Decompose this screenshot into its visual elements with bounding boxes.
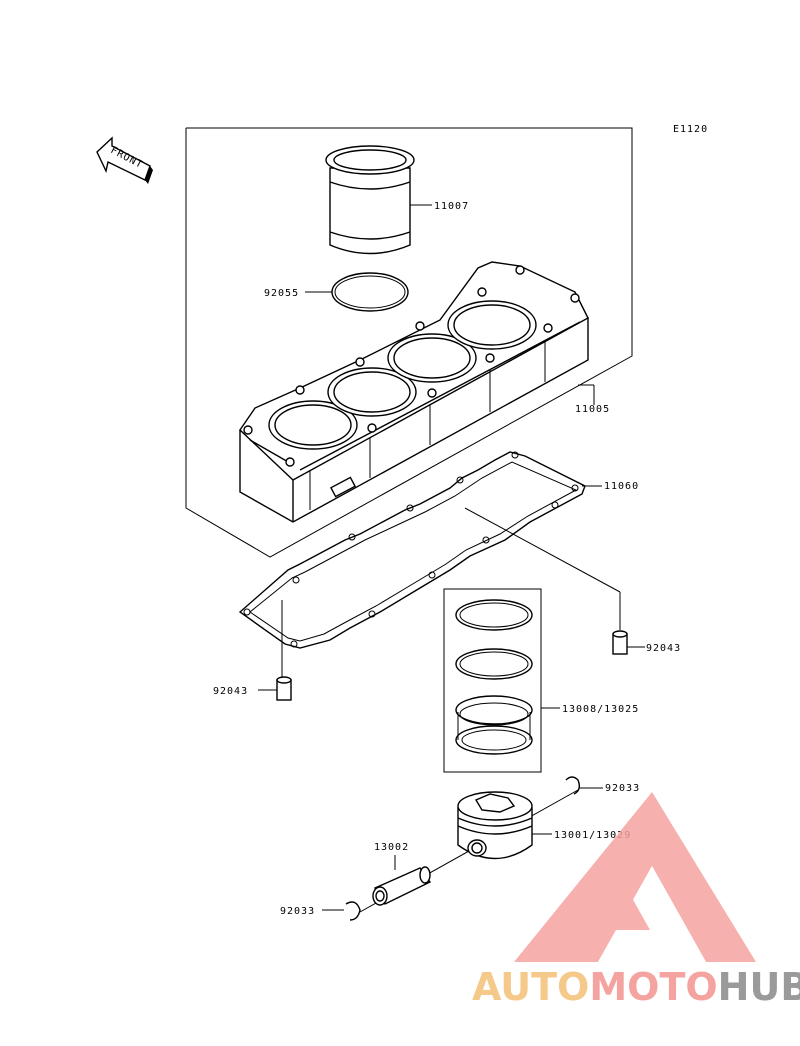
label-13002: 13002 bbox=[374, 842, 409, 853]
watermark-moto: MOTO bbox=[589, 965, 717, 1009]
block-frame bbox=[185, 127, 633, 558]
head-gasket bbox=[238, 451, 586, 649]
diagram-code: E1120 bbox=[673, 124, 708, 135]
ring-set-box bbox=[443, 588, 542, 773]
watermark-wordmark: AUTOMOTOHUB bbox=[472, 965, 800, 1009]
piston bbox=[457, 791, 533, 860]
piston-rings bbox=[455, 599, 533, 755]
dowel-pin-right bbox=[612, 630, 628, 655]
label-92043-left: 92043 bbox=[213, 686, 248, 697]
label-92033-right: 92033 bbox=[605, 783, 640, 794]
label-11007: 11007 bbox=[434, 201, 469, 212]
label-11005: 11005 bbox=[575, 404, 610, 415]
piston-pin bbox=[372, 866, 432, 906]
circlip-right bbox=[565, 776, 581, 795]
label-11060: 11060 bbox=[604, 481, 639, 492]
circlip-left bbox=[345, 901, 361, 921]
label-13001-13029: 13001/13029 bbox=[554, 830, 631, 841]
label-92055: 92055 bbox=[264, 288, 299, 299]
cylinder-sleeve bbox=[325, 145, 415, 255]
front-arrow-icon: FRONT bbox=[96, 136, 153, 184]
watermark-hub: HUB bbox=[718, 965, 800, 1009]
dowel-pin-left bbox=[276, 676, 292, 701]
label-92043-right: 92043 bbox=[646, 643, 681, 654]
cylinder-block bbox=[239, 261, 589, 523]
label-13008-13025: 13008/13025 bbox=[562, 704, 639, 715]
o-ring bbox=[331, 272, 409, 312]
label-92033-left: 92033 bbox=[280, 906, 315, 917]
watermark-logo bbox=[514, 792, 756, 962]
watermark-auto: AUTO bbox=[472, 965, 589, 1009]
